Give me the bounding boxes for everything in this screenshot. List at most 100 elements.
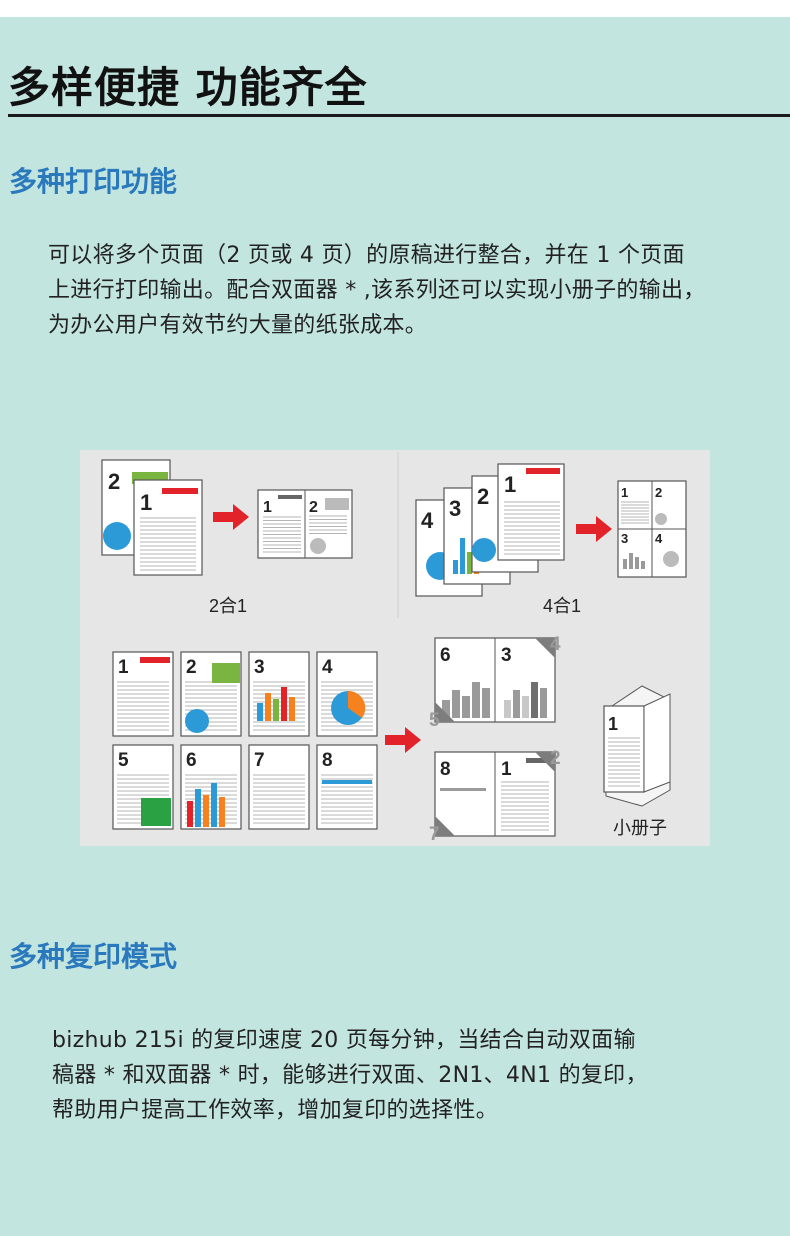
page-curl: [535, 638, 555, 658]
label-booklet: 小册子: [613, 818, 667, 838]
page-number-7: 7: [254, 750, 265, 771]
blue-circle: [472, 538, 496, 562]
page-number-1: 1: [621, 485, 628, 500]
back-page-number-4: 4: [550, 634, 561, 655]
page-number-2: 2: [655, 485, 662, 500]
back-page-number-2: 2: [550, 748, 561, 769]
arrow-right-icon: [385, 727, 421, 753]
back-page-number-5: 5: [429, 710, 440, 731]
section-text-print: 可以将多个页面（2 页或 4 页）的原稿进行整合，并在 1 个页面 上进行打印输…: [48, 238, 706, 343]
text-line: bizhub 215i 的复印速度 20 页每分钟，当结合自动双面输: [52, 1028, 636, 1053]
back-page-number-7: 7: [429, 824, 440, 845]
bar-graphic: [219, 797, 225, 827]
gray-circle: [310, 538, 326, 554]
gray-bar-graphic: [641, 561, 645, 569]
bar-graphic: [265, 693, 271, 721]
section-heading-copy: 多种复印模式: [9, 940, 178, 973]
blue-header-bar: [322, 780, 372, 784]
label-2in1: 2合1: [209, 596, 247, 616]
bar-graphic: [195, 789, 201, 827]
gray-bar-graphic: [540, 688, 547, 718]
page-curl: [435, 816, 455, 836]
page-number-4: 4: [655, 531, 663, 546]
pie-slice: [348, 690, 366, 718]
text-line: 为办公用户有效节约大量的纸张成本。: [48, 313, 428, 338]
gray-bar-graphic: [531, 682, 538, 718]
page-number-8: 8: [440, 759, 451, 780]
gray-bar-graphic: [513, 690, 520, 718]
booklet-right-page: [643, 693, 671, 793]
text-line: 可以将多个页面（2 页或 4 页）的原稿进行整合，并在 1 个页面: [48, 243, 685, 268]
gray-bar-graphic: [452, 690, 460, 718]
page-number-1: 1: [608, 714, 618, 734]
bar-graphic: [453, 560, 458, 574]
gray-circle: [655, 513, 667, 525]
section-heading-print: 多种打印功能: [9, 165, 178, 198]
gray-bar-graphic: [629, 553, 633, 569]
gray-bar-graphic: [482, 688, 490, 718]
blue-circle: [103, 522, 131, 550]
top-white-bar: [0, 0, 790, 17]
bar-graphic: [187, 801, 193, 827]
page-number-4: 4: [322, 657, 333, 678]
text-line: 上进行打印输出。配合双面器 * ,该系列还可以实现小册子的输出，: [48, 278, 706, 303]
red-header-bar: [140, 657, 170, 663]
blue-circle: [185, 709, 209, 733]
page-title: 多样便捷 功能齐全: [8, 63, 368, 112]
page-number-6: 6: [440, 645, 451, 666]
title-divider: [8, 114, 790, 117]
arrow-right-icon: [213, 504, 249, 530]
bar-graphic: [467, 552, 472, 574]
gray-bar-graphic: [623, 559, 627, 569]
page-number-1: 1: [501, 759, 512, 780]
page-number-3: 3: [449, 496, 461, 521]
page-number-3: 3: [621, 531, 628, 546]
page-number-1: 1: [504, 472, 516, 497]
doc-page-1: [133, 479, 203, 576]
label-4in1: 4合1: [543, 596, 581, 616]
green-block: [141, 798, 171, 826]
gray-circle: [663, 551, 679, 567]
page-number-3: 3: [254, 657, 265, 678]
page-number-2: 2: [108, 469, 120, 494]
page-number-2: 2: [186, 657, 197, 678]
page-curl: [435, 702, 455, 722]
bar-graphic: [273, 699, 279, 721]
red-header-bar: [526, 468, 560, 474]
doc-page-1: [497, 463, 565, 561]
gray-bar-graphic: [522, 696, 529, 718]
page-number-2: 2: [477, 484, 489, 509]
gray-bar-graphic: [462, 696, 470, 718]
text-line: 稿器 * 和双面器 * 时，能够进行双面、2N1、4N1 的复印，: [52, 1063, 648, 1088]
bar-graphic: [203, 795, 209, 827]
bar-graphic: [281, 687, 287, 721]
arrow-right-icon: [576, 516, 612, 542]
page-number-8: 8: [322, 750, 333, 771]
page-curl: [535, 752, 555, 772]
gray-header-bar: [440, 788, 486, 791]
page-number-5: 5: [118, 750, 129, 771]
page-number-1: 1: [118, 657, 129, 678]
gray-bar-graphic: [472, 682, 480, 718]
gray-bar-graphic: [504, 700, 511, 718]
gray-header-bar: [278, 495, 302, 499]
gray-bar-graphic: [635, 557, 639, 569]
section-text-copy: bizhub 215i 的复印速度 20 页每分钟，当结合自动双面输 稿器 * …: [52, 1023, 648, 1128]
text-line: 帮助用户提高工作效率，增加复印的选择性。: [52, 1098, 499, 1123]
gray-header-bar: [526, 758, 550, 763]
gray-block: [325, 498, 349, 510]
page-number-3: 3: [501, 645, 512, 666]
page-number-1: 1: [263, 499, 272, 516]
page-number-1: 1: [140, 490, 152, 515]
bar-graphic: [289, 697, 295, 721]
page-number-4: 4: [421, 508, 434, 533]
page-number-6: 6: [186, 750, 197, 771]
page-number-2: 2: [309, 499, 318, 516]
bar-graphic: [257, 703, 263, 721]
green-block: [212, 663, 240, 683]
bar-graphic: [211, 783, 217, 827]
red-header-bar: [162, 488, 198, 494]
bar-graphic: [460, 538, 465, 574]
